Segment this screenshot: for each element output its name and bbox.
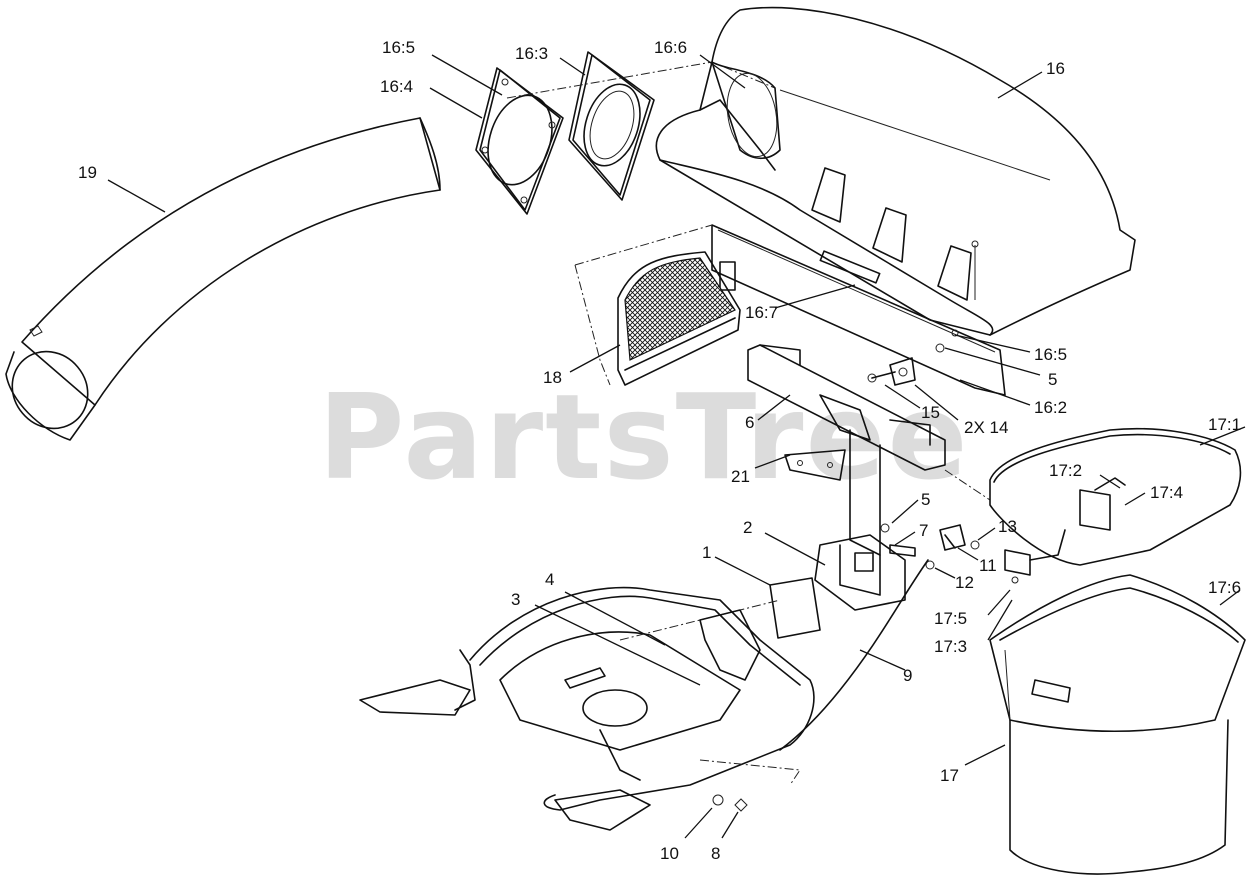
assembly-line (574, 264, 611, 386)
part-9-cable (779, 559, 929, 751)
callout-4: 4 (545, 570, 554, 589)
callout-17-5: 17:5 (934, 609, 967, 628)
callout-16-4: 16:4 (380, 77, 413, 96)
part-21-plate (784, 449, 846, 481)
callout-18: 18 (543, 368, 562, 387)
callout-2: 2 (743, 518, 752, 537)
part-16-hood (655, 6, 1136, 336)
callout-7: 7 (919, 521, 928, 540)
part-2-mount-bracket (814, 534, 906, 611)
part-16-3-adapter-plate (568, 51, 655, 201)
part-17-bag (989, 574, 1246, 875)
callout-5: 5 (921, 490, 930, 509)
callout-2x-14: 2X 14 (964, 418, 1008, 437)
callout-9: 9 (903, 666, 912, 685)
callout-3: 3 (511, 590, 520, 609)
mower-base-frame (359, 586, 815, 831)
callout-19: 19 (78, 163, 97, 182)
part-16-4-gasket (475, 67, 564, 215)
leader-lines (107, 54, 1246, 839)
callout-17-2: 17:2 (1049, 461, 1082, 480)
watermark-text: PartsTree (318, 368, 970, 506)
callout-16-3: 16:3 (515, 44, 548, 63)
callout-16-5: 16:5 (382, 38, 415, 57)
part-14-15-hardware (867, 329, 959, 386)
assembly-line (619, 599, 781, 641)
part-1-plate (769, 577, 821, 639)
callout-5: 5 (1048, 370, 1057, 389)
callout-16-5: 16:5 (1034, 345, 1067, 364)
part-6-support-frame (747, 344, 946, 556)
callout-21: 21 (731, 467, 750, 486)
part-17-1-bag-frame (989, 427, 1242, 584)
callout-17: 17 (940, 766, 959, 785)
callout-11: 11 (979, 556, 997, 575)
callout-17-6: 17:6 (1208, 578, 1241, 597)
callout-17-1: 17:1 (1208, 415, 1241, 434)
callout-8: 8 (711, 844, 720, 863)
callout-17-4: 17:4 (1150, 483, 1183, 502)
callout-16-2: 16:2 (1034, 398, 1067, 417)
callout-13: 13 (998, 517, 1017, 536)
callout-17-3: 17:3 (934, 637, 967, 656)
callout-10: 10 (660, 844, 679, 863)
callout-1: 1 (702, 543, 711, 562)
callout-16: 16 (1046, 59, 1065, 78)
callout-16-7: 16:7 (745, 303, 778, 322)
assembly-line (574, 224, 713, 266)
callout-12: 12 (955, 573, 974, 592)
part-18-screen (617, 251, 741, 386)
callout-labels: 19 16:5 16:4 16:3 16:6 16 16:7 18 16:5 5… (78, 38, 1241, 863)
callout-15: 15 (921, 403, 940, 422)
callout-16-6: 16:6 (654, 38, 687, 57)
fasteners-group (880, 523, 980, 570)
callout-6: 6 (745, 413, 754, 432)
part-19-chute-tube (5, 117, 441, 441)
